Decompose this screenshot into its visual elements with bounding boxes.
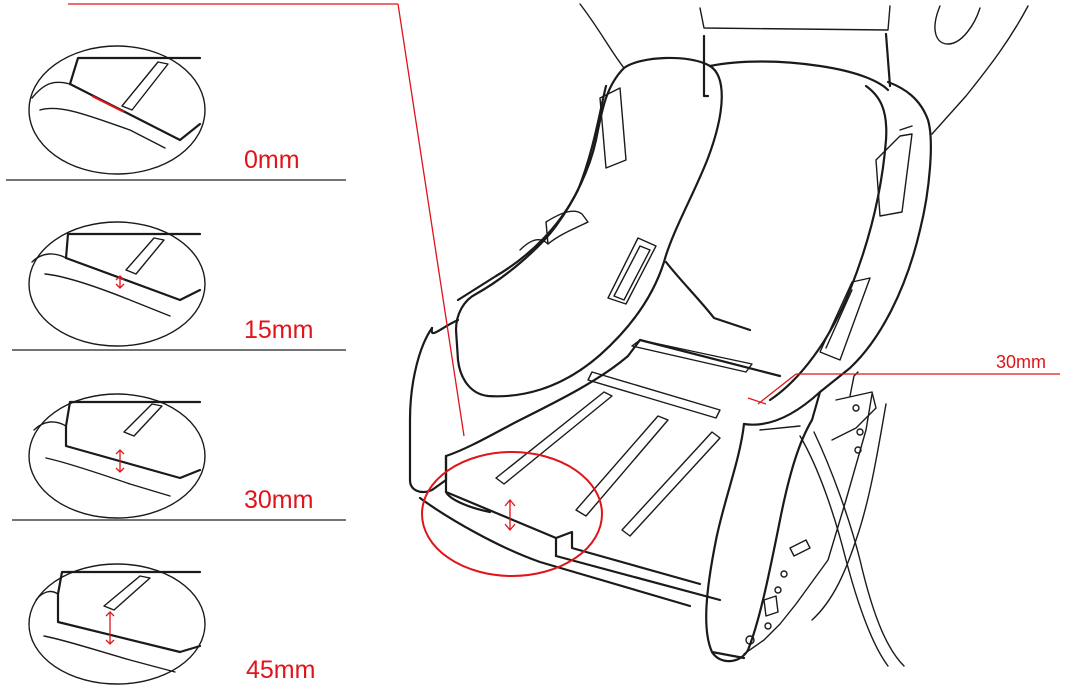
detail-0mm: 0mm [28,45,300,175]
racing-seat-illustration [408,3,1029,667]
detail-45mm: 45mm [28,563,315,685]
callout-zoom [68,3,603,577]
label-15mm: 15mm [244,316,313,344]
detail-30mm: 30mm [28,393,313,519]
detail-15mm: 15mm [28,221,313,347]
label-45mm: 45mm [246,656,315,684]
zoom-circle [421,451,603,577]
callout-30mm: 30mm [747,352,1060,405]
label-0mm: 0mm [244,146,300,174]
label-30mm-seat: 30mm [996,352,1046,372]
label-30mm-detail: 30mm [244,486,313,514]
